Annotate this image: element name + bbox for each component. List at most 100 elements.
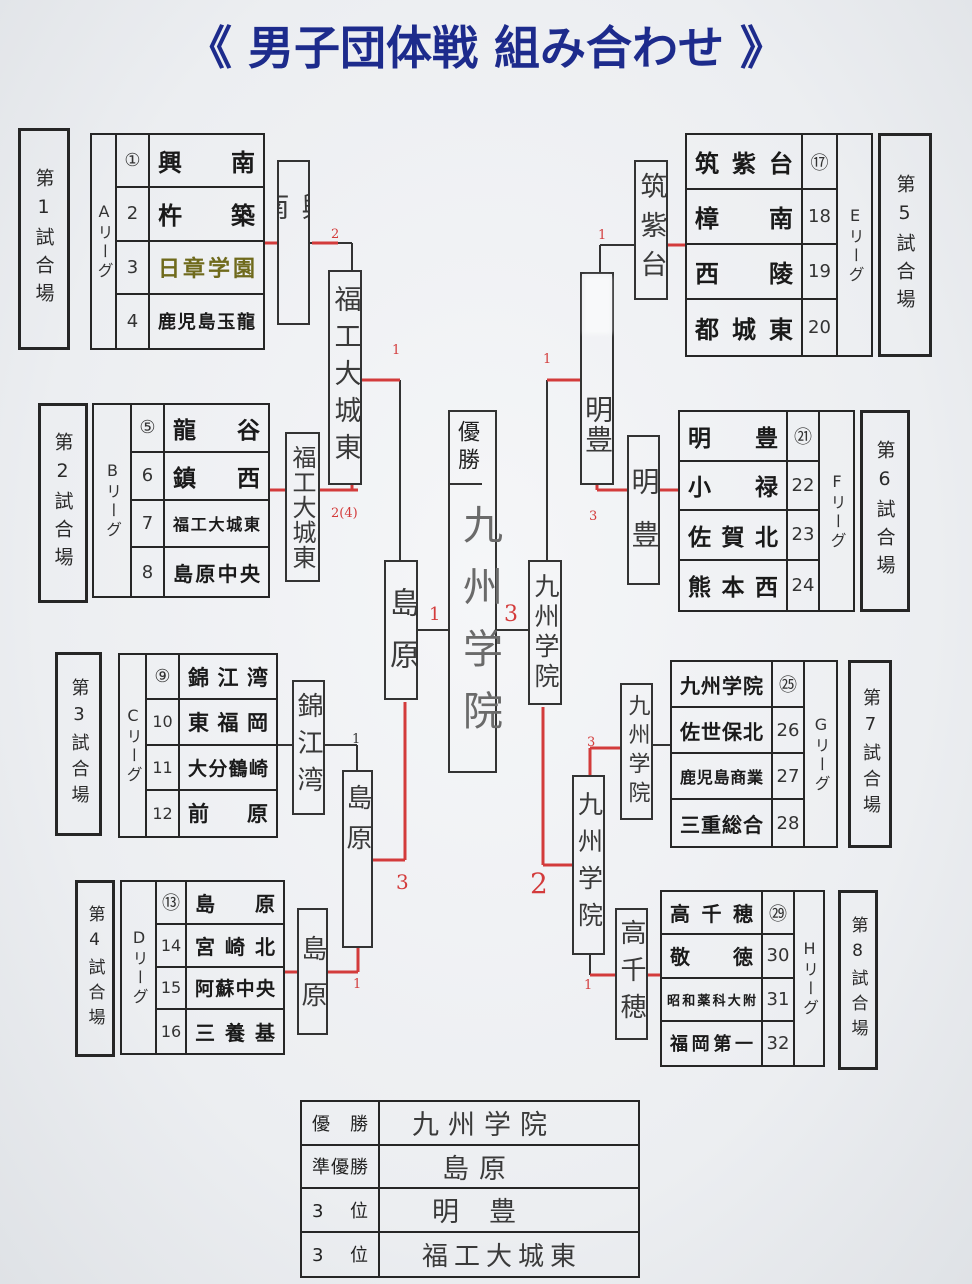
league-h-table: Hリーグ 高 千 穂 ㉙ 敬 徳 30 昭和薬科大附 31 福岡第一 32: [660, 890, 825, 1067]
match-score: 1: [543, 352, 552, 367]
team-number: 23: [788, 511, 818, 561]
team-number: 4: [117, 294, 150, 348]
winner-box-league-c: 錦江湾: [292, 680, 325, 815]
result-place: 3 位: [302, 1232, 380, 1276]
team-number: 12: [147, 790, 180, 836]
result-team: 島原: [380, 1146, 638, 1189]
team-number: 31: [763, 979, 793, 1022]
team-name: 三 養 基: [195, 1021, 275, 1046]
results-table: 優 勝 九州学院 準優勝 島原 3 位 明豊 3 位 福工大城東: [300, 1100, 640, 1278]
team-name: 都 城 東: [687, 300, 803, 355]
venue-7: 第7試合場: [848, 660, 892, 848]
team-name: 小 禄: [680, 461, 788, 511]
match-score: 3: [589, 509, 598, 524]
winner-box-league-e: 筑紫台: [634, 160, 668, 300]
result-team: 明豊: [380, 1189, 638, 1233]
venue-6: 第6試合場: [860, 410, 910, 612]
team-number: ㉙: [763, 892, 793, 936]
team-number: 19: [803, 245, 836, 300]
team-name: 興 南: [150, 135, 263, 189]
team-number: ⑨: [147, 655, 180, 701]
team-name: 明 豊: [680, 412, 788, 462]
match-score: 1: [598, 228, 607, 243]
team-name: 樟 南: [687, 190, 803, 245]
team-number: 26: [773, 708, 803, 754]
league-label: Dリーグ: [122, 882, 157, 1053]
team-number: 16: [157, 1010, 187, 1053]
league-e-table: Eリーグ 筑 紫 台 ⑰ 樟 南 18 西 陵 19 都 城 東 20: [685, 133, 873, 357]
team-name: 鹿児島商業: [672, 754, 773, 800]
winner-box-league-b: 福工大城東: [285, 432, 320, 582]
team-number: 30: [763, 935, 793, 979]
team-name: 宮 崎 北: [187, 925, 283, 968]
team-name: 三重総合: [672, 800, 773, 846]
match-score: 3: [396, 870, 409, 894]
league-label: Aリーグ: [92, 135, 117, 348]
match-score: 1: [352, 732, 361, 747]
finalist-box-left: 島原: [384, 560, 418, 700]
match-score: 1: [584, 978, 593, 993]
result-team: 福工大城東: [422, 1241, 583, 1272]
result-place: 3 位: [302, 1189, 380, 1233]
team-name: 島原中央: [173, 561, 260, 586]
team-number: 11: [147, 745, 180, 791]
team-number: 15: [157, 967, 187, 1011]
team-name: 西 陵: [687, 245, 803, 300]
team-name: 鹿児島玉龍: [158, 312, 255, 334]
match-score: 3: [587, 735, 596, 750]
team-number: 3: [117, 241, 150, 295]
venue-5: 第5試合場: [878, 133, 932, 357]
league-c-table: Cリーグ ⑨ 錦 江 湾 10 東 福 岡 11 大分鶴崎 12 前 原: [118, 653, 278, 838]
result-place: 準優勝: [302, 1145, 380, 1189]
team-name: 佐世保北: [672, 708, 773, 754]
team-name: 敬 徳: [662, 935, 763, 979]
league-d-table: Dリーグ ⑬ 島 原 14 宮 崎 北 15 阿蘇中央 16 三 養 基: [120, 880, 285, 1055]
team-name: 鎮 西: [165, 453, 268, 501]
team-name: 錦 江 湾: [180, 655, 276, 701]
team-number: ⑰: [803, 135, 836, 190]
winner-box-semifinal-cd: 島原: [342, 770, 373, 948]
venue-8: 第8試合場: [838, 890, 878, 1070]
match-score: 1: [429, 604, 441, 625]
team-number: 27: [773, 754, 803, 800]
team-name: 福岡第一: [662, 1021, 763, 1065]
team-name: 高 千 穂: [662, 892, 763, 936]
league-label: Hリーグ: [793, 892, 823, 1065]
team-number: 8: [132, 548, 165, 596]
finalist-box-right: 九州学院: [528, 560, 562, 705]
champion-name: 九州学院: [456, 504, 502, 752]
team-name: 筑 紫 台: [687, 135, 803, 190]
team-name: 龍 谷: [165, 405, 268, 453]
match-score: 2(4): [331, 506, 358, 521]
team-name: 福工大城東: [165, 501, 268, 549]
team-number: 24: [791, 574, 815, 596]
result-team: 九州学院: [380, 1102, 638, 1146]
match-score: 2: [530, 867, 548, 900]
league-label: Eリーグ: [836, 135, 871, 355]
winner-box-semifinal-ab: 福工大城東: [328, 270, 362, 485]
team-number: 20: [808, 317, 831, 338]
winner-box-league-g: 九州学院: [620, 683, 653, 820]
team-name: 佐 賀 北: [680, 511, 788, 561]
champion-box: 優勝 九州学院: [448, 410, 502, 773]
team-name: 島 原: [187, 882, 283, 925]
team-name: 昭和薬科大附: [662, 978, 763, 1022]
team-name: 前 原: [188, 802, 268, 827]
winner-box-semifinal-ef: 明豊: [580, 272, 614, 485]
winner-box-league-h: 高千穂: [615, 908, 648, 1040]
league-f-table: Fリーグ 明 豊 ㉑ 小 禄 22 佐 賀 北 23 熊 本 西 24: [678, 410, 855, 612]
match-score: 1: [392, 343, 401, 358]
team-number: ㉕: [773, 662, 803, 708]
league-label: Fリーグ: [818, 412, 853, 610]
league-label: Bリーグ: [94, 405, 132, 596]
team-name: 杵 築: [150, 188, 263, 242]
team-number: 6: [132, 452, 165, 501]
result-place: 優 勝: [302, 1102, 380, 1146]
erased-area: [584, 276, 611, 334]
league-b-table: Bリーグ ⑤ 龍 谷 6 鎮 西 7 福工大城東 8 島原中央: [92, 403, 270, 598]
team-number: 14: [157, 924, 187, 968]
winner-box-league-d: 島原: [297, 908, 328, 1035]
team-name: 阿蘇中央: [187, 968, 283, 1011]
team-number: 10: [147, 700, 180, 746]
